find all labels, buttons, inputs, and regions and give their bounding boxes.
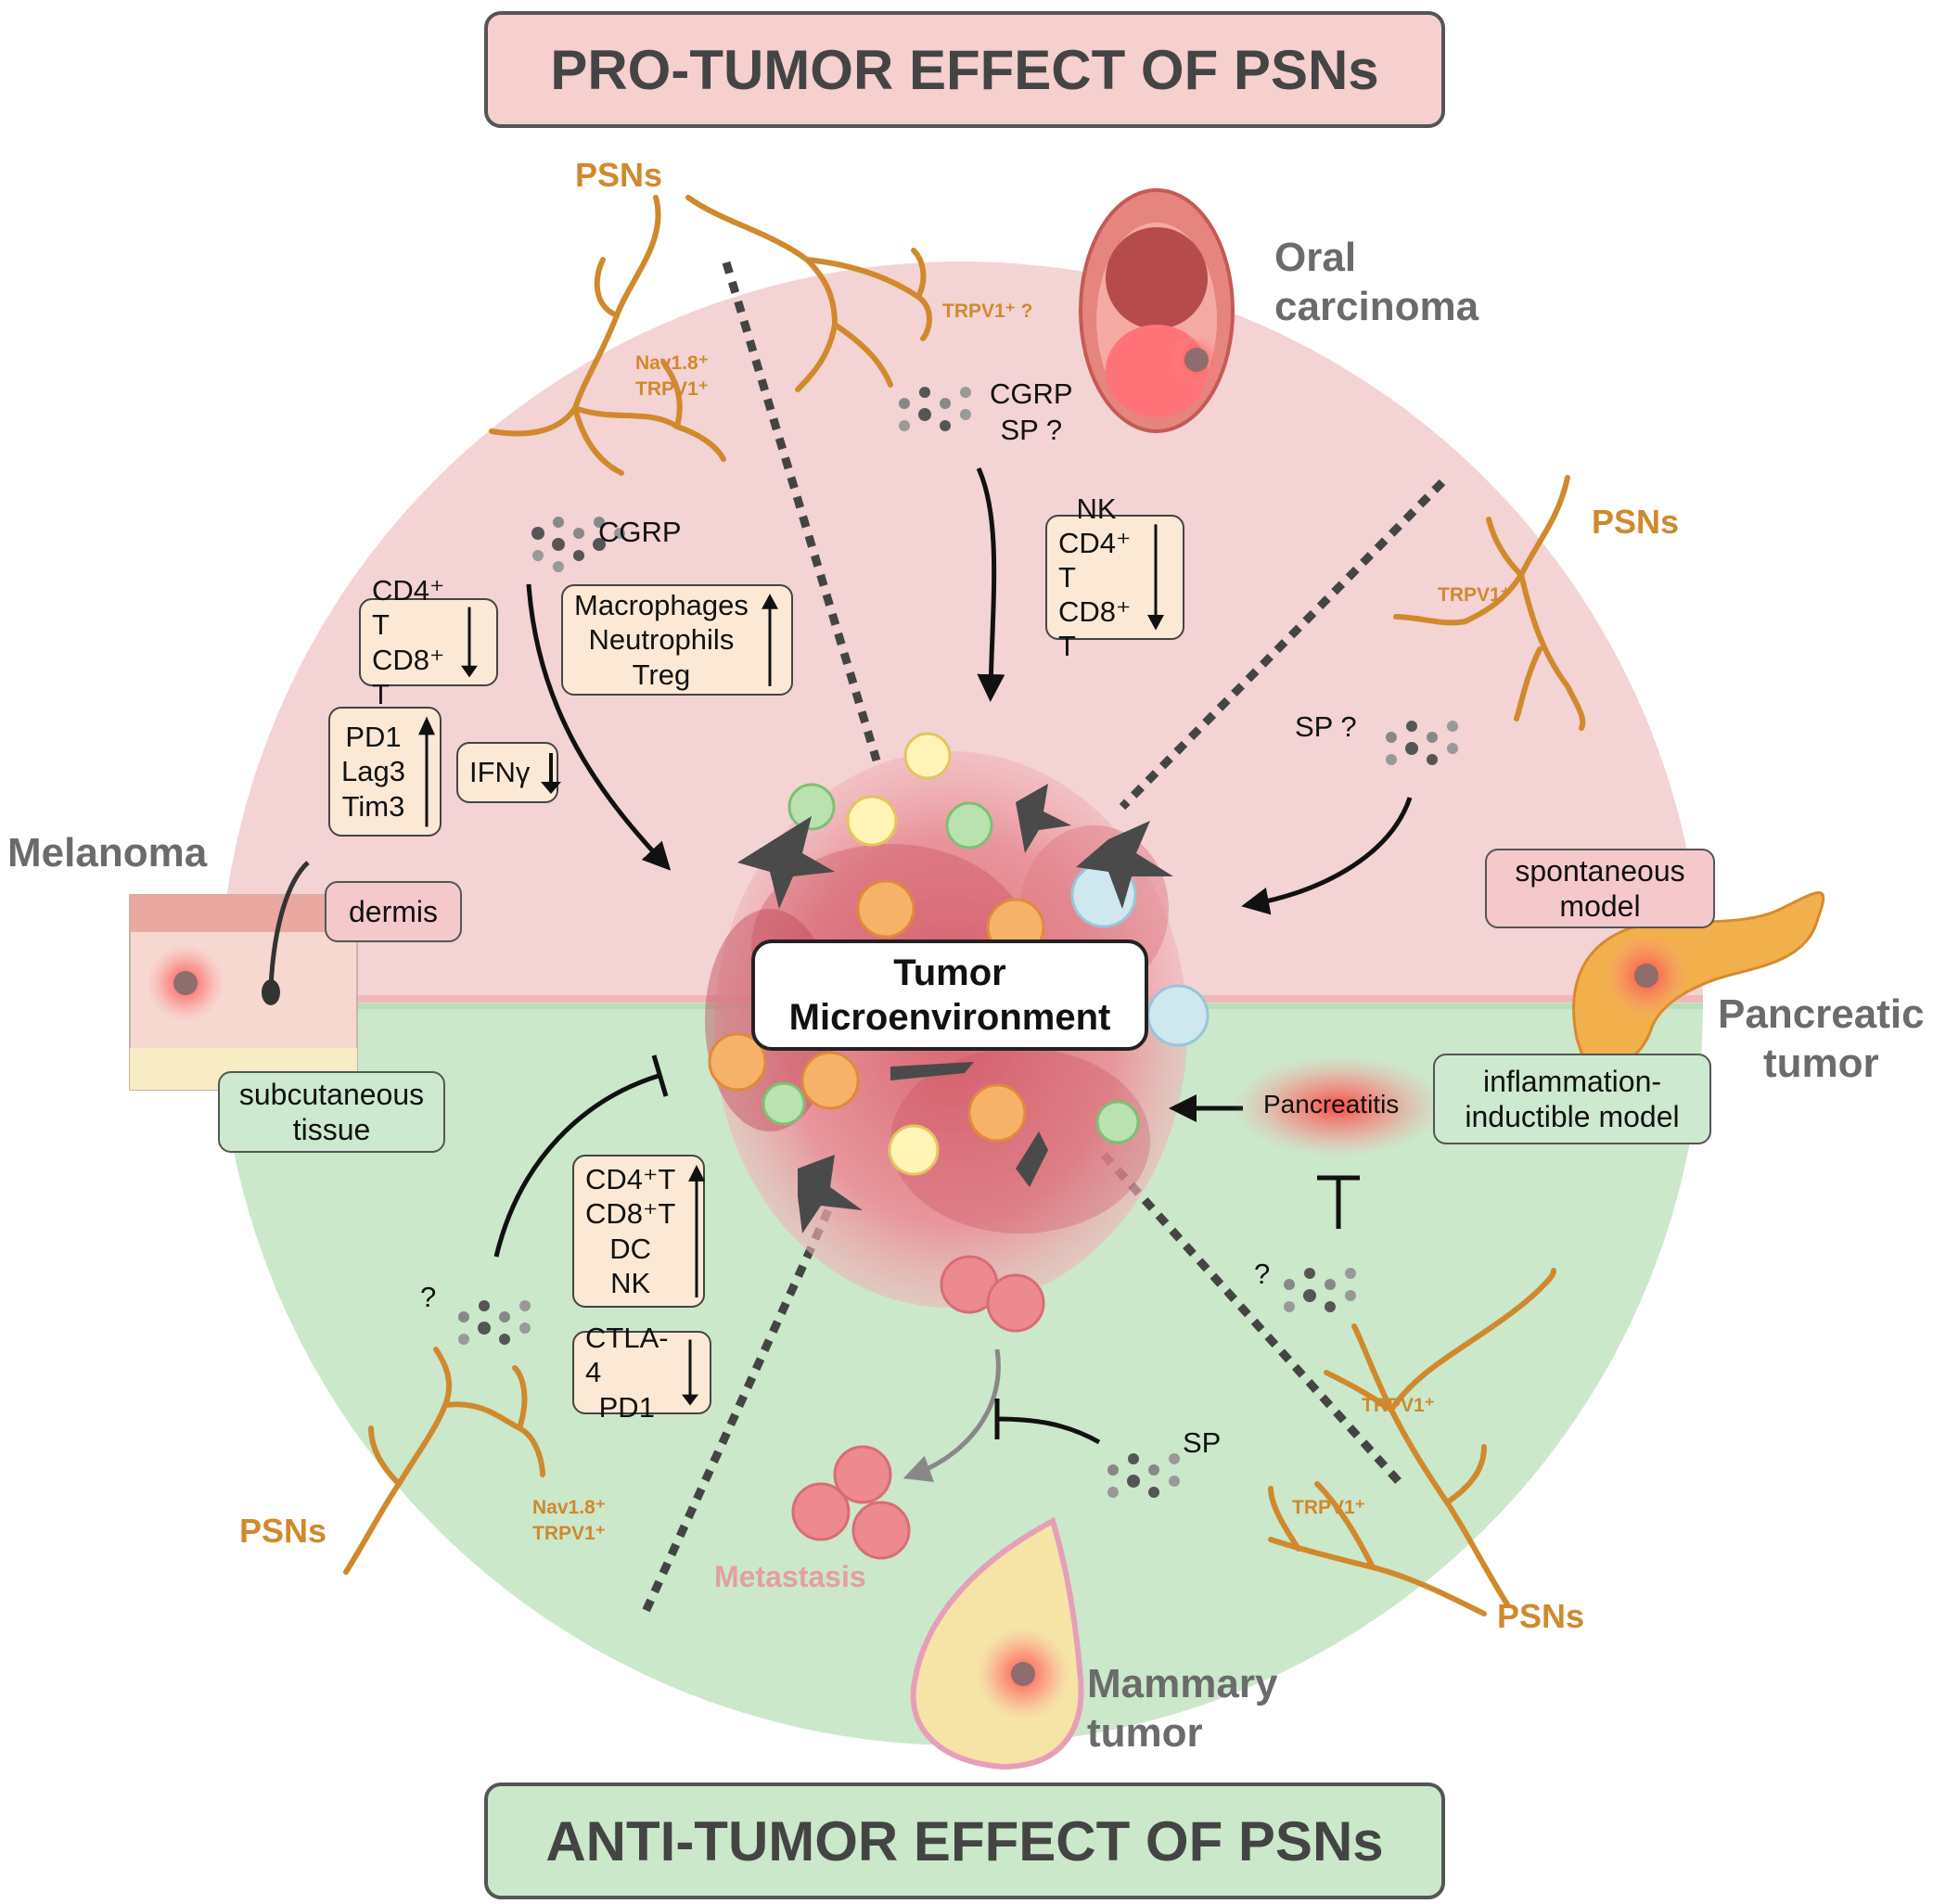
mouth-icon xyxy=(1079,188,1235,433)
neutrophil-icon xyxy=(800,1051,860,1110)
skin-section-icon xyxy=(129,861,358,1091)
ifng-down-box: IFNγ xyxy=(456,742,562,803)
mediator-q-anti-melanoma: ? xyxy=(420,1281,437,1313)
tumor-microenvironment-label: Tumor Microenvironment xyxy=(751,939,1148,1051)
receptor-label-oral: TRPV1⁺ ? xyxy=(942,300,1033,322)
receptor-label-anti-melanoma: Nav1.8⁺TRPV1⁺ xyxy=(532,1497,606,1545)
metastasis-cells xyxy=(791,1255,1045,1560)
fibroblast-icon xyxy=(737,816,835,909)
dermis-tag: dermis xyxy=(325,881,462,942)
effect-arrows xyxy=(526,466,1413,1482)
nk-cell-icon xyxy=(787,783,836,831)
oral-arrow xyxy=(976,466,1005,702)
melanoma-label: Melanoma xyxy=(7,830,208,875)
neutrophil-icon xyxy=(708,1032,767,1092)
neutrophil-icon xyxy=(856,879,915,939)
t-cell-icon xyxy=(903,732,952,780)
psn-label-bottom-left: PSNs xyxy=(239,1512,327,1550)
t-cell-icon xyxy=(846,795,898,847)
macrophage-icon xyxy=(1146,984,1210,1047)
psn-neurons xyxy=(343,195,1586,1616)
pancreatitis-label: Pancreatitis xyxy=(1263,1090,1400,1118)
inhibition-lines xyxy=(493,1054,1360,1445)
receptor-label-anti-pancreatic: TRPV1⁺ xyxy=(1362,1395,1435,1416)
tme-line1: Tumor xyxy=(893,952,1006,993)
breast-icon xyxy=(910,1516,1084,1770)
melanoma-inhibition xyxy=(493,1073,659,1258)
nk-cell-icon xyxy=(1095,1100,1140,1144)
nk-cell-icon xyxy=(945,801,993,850)
mediator-q-anti-pancreatic: ? xyxy=(1254,1258,1271,1290)
pancreatitis-glow xyxy=(1232,1055,1445,1157)
receptor-label-melanoma: Nav1.8⁺TRPV1⁺ xyxy=(635,352,709,401)
fibroblast-icon xyxy=(1016,784,1071,853)
mediator-sp-pancreatic: SP ? xyxy=(1295,710,1357,743)
neutrophil-icon xyxy=(967,1083,1027,1143)
psn-label-top-left: PSNs xyxy=(575,156,663,194)
psn-label-right: PSNs xyxy=(1592,503,1680,541)
metastasis-inhibition xyxy=(996,1416,1101,1445)
receptor-label-mammary: TRPV1⁺ xyxy=(1292,1497,1365,1518)
psn-label-bottom-right: PSNs xyxy=(1497,1597,1585,1635)
receptor-label-pancreatic: TRPV1⁺ xyxy=(1438,584,1511,606)
mediator-sp-mammary: SP xyxy=(1183,1426,1222,1459)
nk-cell-icon xyxy=(762,1081,806,1126)
fibroblast-icon xyxy=(1016,1131,1048,1187)
fibroblast-icon xyxy=(1076,821,1173,909)
fibroblast-icon xyxy=(890,1062,974,1080)
metastasis-arrow xyxy=(902,1348,1001,1482)
t-cell-icon xyxy=(888,1124,940,1176)
metastasis-label: Metastasis xyxy=(714,1560,866,1593)
tme-line2: Microenvironment xyxy=(788,997,1111,1038)
mediator-particles xyxy=(458,387,1458,1498)
inflammation-model-tag: inflammation-inductible model xyxy=(1433,1054,1711,1144)
sector-dividers xyxy=(640,261,1446,1616)
mediator-cgrp-melanoma: CGRP xyxy=(598,516,682,548)
pancreatic-arrow xyxy=(1241,797,1413,915)
anti-tumor-banner: ANTI-TUMOR EFFECT OF PSNs xyxy=(484,1783,1445,1899)
pro-tumor-banner: PRO-TUMOR EFFECT OF PSNs xyxy=(484,11,1445,128)
fibroblast-icon xyxy=(798,1155,863,1233)
pancreas-icon xyxy=(1572,891,1825,1071)
melanoma-arrow xyxy=(526,583,672,871)
